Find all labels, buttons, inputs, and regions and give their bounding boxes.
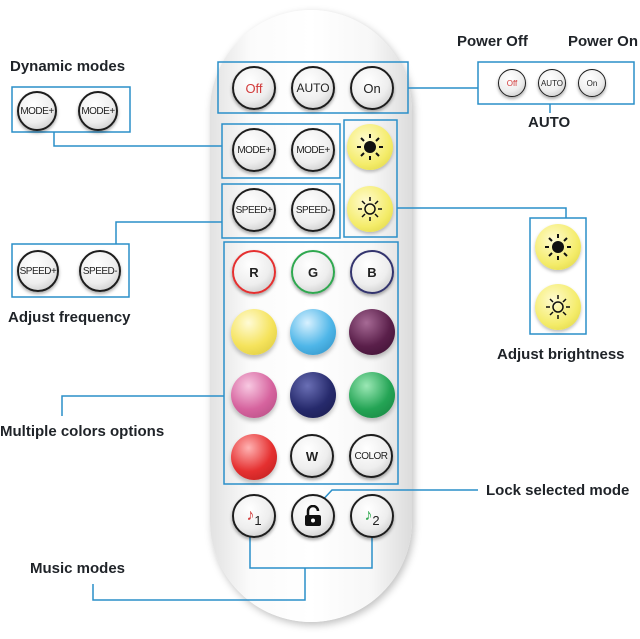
- inset-sun-bright-icon: [535, 284, 581, 330]
- auto-label: AUTO: [528, 114, 571, 131]
- adjust-brightness-label: Adjust brightness: [497, 346, 625, 363]
- inset-on-button: On: [578, 69, 606, 97]
- music-note-icon-2: ♪: [364, 507, 373, 524]
- lock-selected-mode-label: Lock selected mode: [486, 482, 630, 499]
- sun-bright-icon[interactable]: [347, 186, 393, 232]
- on-button[interactable]: On: [350, 66, 394, 110]
- inset-off-button: Off: [498, 69, 526, 97]
- sun-dim-icon[interactable]: [347, 124, 393, 170]
- inset-auto-button: AUTO: [538, 69, 566, 97]
- dynamic-modes-label: Dynamic modes: [10, 58, 126, 75]
- adjust-frequency-label: Adjust frequency: [8, 309, 131, 326]
- inset-speed-plus: SPEED+: [17, 250, 59, 292]
- r-button[interactable]: R: [232, 250, 276, 294]
- multiple-colors-label: Multiple colors options: [0, 423, 165, 440]
- power-on-label: Power On: [568, 33, 639, 50]
- mode-plus-button-1[interactable]: MODE+: [232, 128, 276, 172]
- g-button[interactable]: G: [291, 250, 335, 294]
- lock-icon: [305, 505, 321, 526]
- auto-button[interactable]: AUTO: [291, 66, 335, 110]
- inset-speed-minus: SPEED-: [79, 250, 121, 292]
- music-mode-1-number: 1: [254, 512, 262, 528]
- lock-button[interactable]: [291, 494, 335, 538]
- pink-color-button[interactable]: [231, 372, 277, 418]
- music-mode-2-number: 2: [372, 512, 380, 528]
- purple-color-button[interactable]: [349, 309, 395, 355]
- music-mode-2-button[interactable]: ♪2: [350, 494, 394, 538]
- w-button[interactable]: W: [290, 434, 334, 478]
- color-button[interactable]: COLOR: [349, 434, 393, 478]
- music-modes-label: Music modes: [30, 560, 126, 577]
- power-off-label: Power Off: [457, 33, 528, 50]
- navy-color-button[interactable]: [290, 372, 336, 418]
- music-mode-1-button[interactable]: ♪1: [232, 494, 276, 538]
- speed-plus-button[interactable]: SPEED+: [232, 188, 276, 232]
- yellow-color-button[interactable]: [231, 309, 277, 355]
- inset-sun-dim-icon: [535, 224, 581, 270]
- green-color-button[interactable]: [349, 372, 395, 418]
- cyan-color-button[interactable]: [290, 309, 336, 355]
- red-color-button[interactable]: [231, 434, 277, 480]
- inset-mode-plus-2: MODE+: [78, 91, 118, 131]
- speed-minus-button[interactable]: SPEED-: [291, 188, 335, 232]
- off-button[interactable]: Off: [232, 66, 276, 110]
- music-note-icon: ♪: [246, 507, 255, 524]
- b-button[interactable]: B: [350, 250, 394, 294]
- inset-mode-plus-1: MODE+: [17, 91, 57, 131]
- mode-plus-button-2[interactable]: MODE+: [291, 128, 335, 172]
